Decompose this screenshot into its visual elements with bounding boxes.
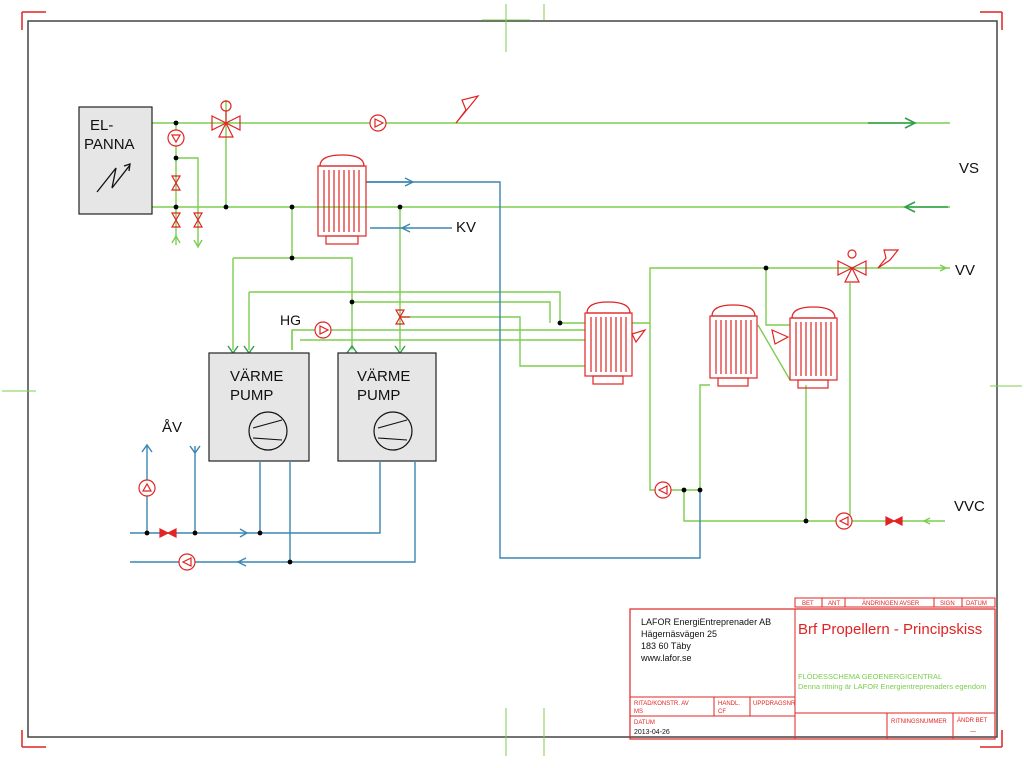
valve-icons (159, 94, 903, 538)
label-av: ÅV (162, 419, 182, 436)
tank-right-1 (709, 304, 758, 387)
rev-header-bet: BET (802, 601, 814, 607)
drawing-title: FLÖDESSCHEMA GEOENERGICENTRAL (798, 672, 942, 681)
heat-pump-2-label-1: VÄRME (357, 368, 410, 385)
lightning-icon (96, 164, 131, 193)
company-postal: 183 60 Täby (641, 641, 691, 651)
rev-header-sign: SIGN (940, 601, 955, 607)
company-web: www.lafor.se (640, 653, 692, 663)
company-street: Hägernäsvägen 25 (641, 629, 717, 639)
heat-pump-1-label-1: VÄRME (230, 368, 283, 385)
project-title: Brf Propellern - Principskiss (798, 621, 982, 638)
label-vv: VV (955, 262, 975, 279)
label-hg: HG (280, 312, 301, 328)
el-panna-label-2: PANNA (84, 136, 135, 153)
label-kv: KV (456, 219, 476, 236)
el-panna-unit: EL- PANNA (78, 106, 153, 215)
label-vs: VS (959, 160, 979, 177)
flow-labels: VS KV VV VVC HG ÅV (162, 160, 985, 515)
datum-value: 2013-04-26 (634, 729, 670, 736)
green-arrows (171, 117, 948, 525)
company-name: LAFOR EnergiEntreprenader AB (641, 617, 771, 627)
el-panna-label-1: EL- (90, 117, 113, 134)
tank-top (317, 154, 367, 245)
ownership-note: Denna ritning är LAFOR Energientreprenad… (798, 682, 986, 691)
compressor-icon (373, 411, 413, 451)
datum-label: DATUM (634, 720, 655, 726)
tank-right-2 (771, 306, 838, 389)
green-pipes (152, 100, 950, 522)
label-vvc: VVC (954, 498, 985, 515)
rev-header-datum: DATUM (966, 601, 987, 607)
ritad-label: RITAD/KONSTR. AV (634, 701, 689, 707)
heat-pump-2-label-2: PUMP (357, 387, 400, 404)
ritningsnummer-label: RITNINGSNUMMER (891, 719, 947, 725)
compressor-icon (248, 411, 288, 451)
andr-bet-value: — (970, 729, 976, 735)
rev-header-andring: ÄNDRINGEN AVSER (862, 600, 920, 607)
andr-bet-label: ÄNDR BET (957, 717, 988, 724)
pump-icons (138, 114, 853, 571)
heat-pump-1-label-2: PUMP (230, 387, 273, 404)
rev-header-ant: ANT (828, 601, 840, 607)
uppdragsnr-label: UPPDRAGSNR (753, 701, 796, 707)
drawing-frame (2, 4, 1022, 756)
heat-pump-2: VÄRME PUMP (337, 352, 437, 462)
title-block: BET ANT ÄNDRINGEN AVSER SIGN DATUM LAFOR… (629, 597, 996, 740)
heat-pump-1: VÄRME PUMP (208, 352, 310, 462)
junction-dots (144, 120, 809, 565)
handl-value: CF (718, 709, 726, 715)
ritad-value: MS (634, 709, 643, 715)
tank-middle (584, 301, 647, 385)
handl-label: HANDL. (718, 701, 740, 707)
